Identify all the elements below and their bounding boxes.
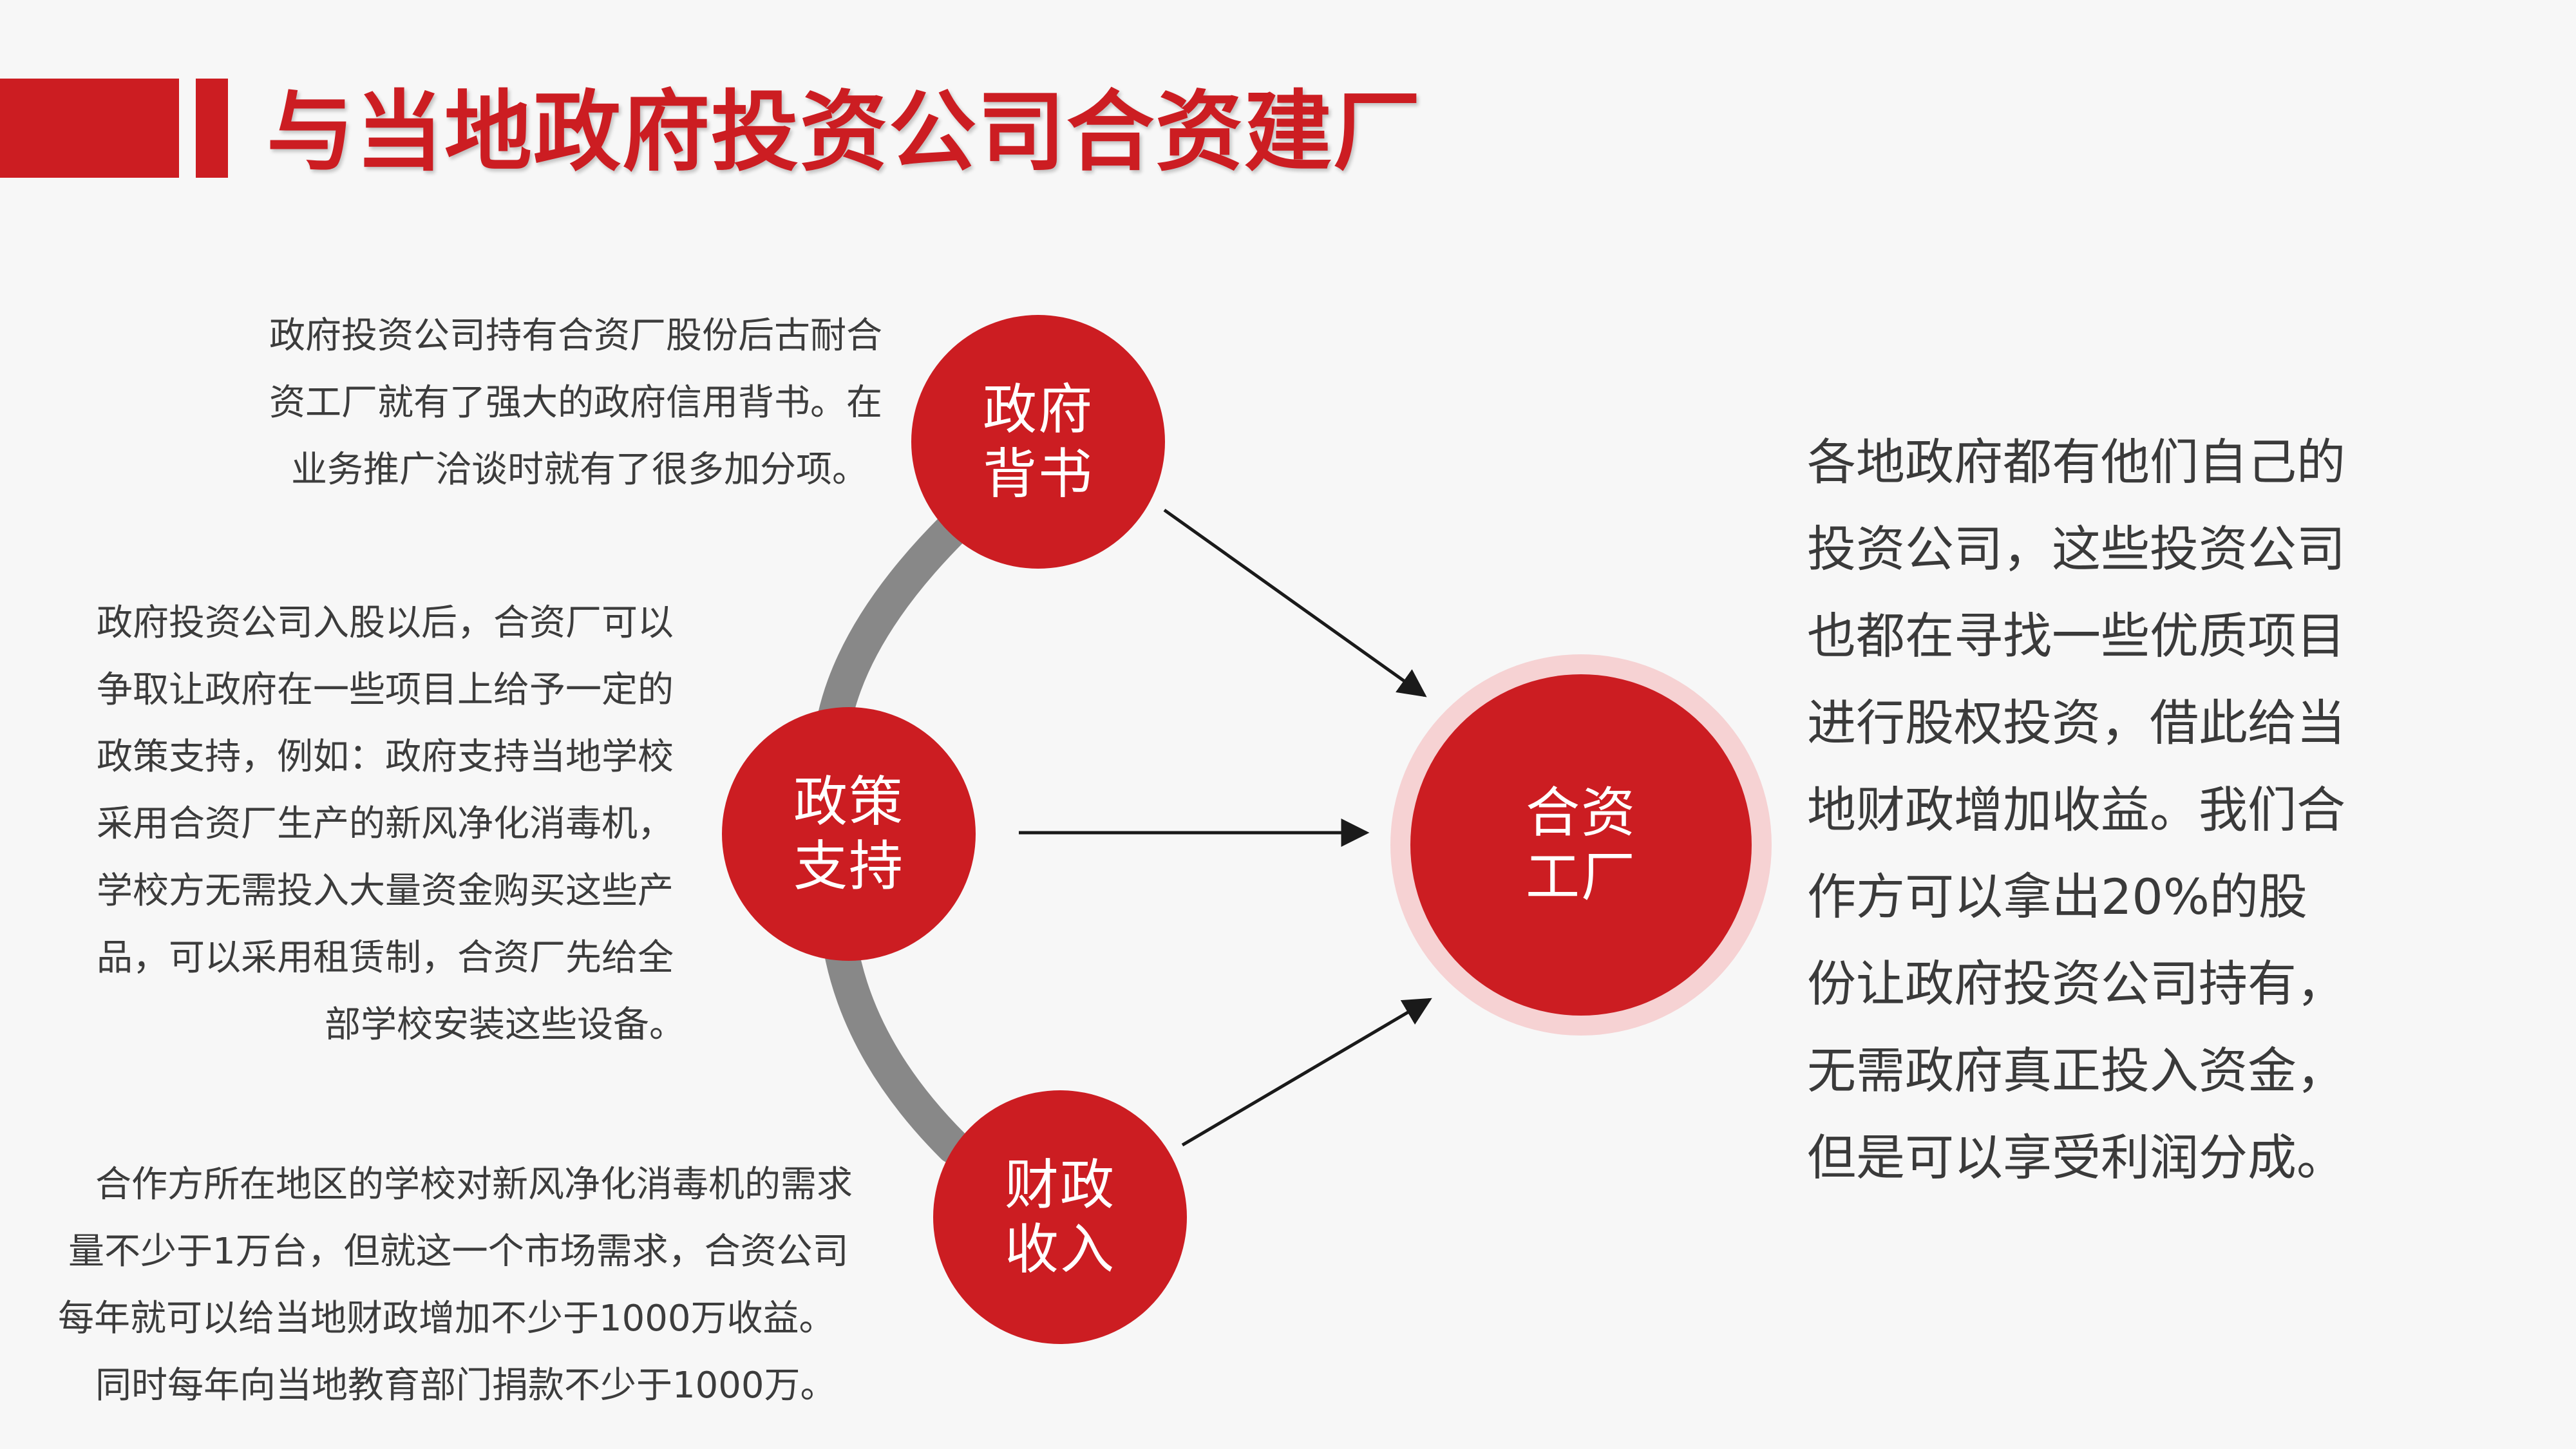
node-label-government-backing: 政府 背书 [982, 378, 1094, 506]
summary-line: 地财政增加收益。我们合 [1807, 781, 2345, 838]
note-line: 业务推广洽谈时就有了很多加分项。 [291, 449, 868, 491]
note-line: 政策支持，例如：政府支持当地学校 [97, 736, 674, 778]
note-line: 争取让政府在一些项目上给予一定的 [97, 669, 674, 711]
note-line: 合作方所在地区的学校对新风净化消毒机的需求 [95, 1164, 853, 1206]
note-policy-support: 政府投资公司入股以后，合资厂可以 争取让政府在一些项目上给予一定的 政策支持，例… [97, 590, 702, 1059]
note-line: 学校方无需投入大量资金购买这些产 [97, 870, 674, 912]
note-line: 同时每年向当地教育部门捐款不少于1000万。 [95, 1365, 837, 1406]
node-fiscal-revenue [933, 1090, 1187, 1344]
node-policy-support [722, 707, 976, 961]
node-label-policy-support: 政策 支持 [793, 770, 904, 898]
summary-line: 作方可以拿出20%的股 [1807, 868, 2307, 925]
summary-line: 各地政府都有他们自己的 [1807, 433, 2345, 491]
note-government-backing: 政府投资公司持有合资厂股份后古耐合 资工厂就有了强大的政府信用背书。在 业务推广… [238, 303, 882, 504]
summary-line: 进行股权投资，借此给当 [1807, 694, 2345, 752]
summary-line: 但是可以享受利润分成。 [1807, 1129, 2345, 1186]
arrow-backing-to-factory [1163, 508, 1427, 697]
note-line: 每年就可以给当地财政增加不少于1000万收益。 [58, 1298, 835, 1340]
page-title: 与当地政府投资公司合资建厂 [267, 80, 1422, 184]
summary-line: 份让政府投资公司持有， [1807, 955, 2345, 1012]
note-line: 部学校安装这些设备。 [325, 1004, 685, 1046]
node-government-backing [911, 315, 1165, 569]
note-line: 政府投资公司入股以后，合资厂可以 [97, 602, 674, 644]
note-line: 品，可以采用租赁制，合资厂先给全 [97, 937, 674, 979]
summary-line: 也都在寻找一些优质项目 [1807, 607, 2345, 665]
node-label-joint-factory: 合资 工厂 [1525, 781, 1636, 909]
node-joint-factory [1410, 674, 1752, 1016]
note-line: 政府投资公司持有合资厂股份后古耐合 [269, 315, 882, 357]
title-accent-tick [196, 79, 228, 178]
summary-line: 投资公司，这些投资公司 [1807, 520, 2345, 578]
note-line: 量不少于1万台，但就这一个市场需求，合资公司 [68, 1231, 849, 1273]
summary-line: 无需政府真正投入资金， [1807, 1042, 2345, 1099]
node-label-fiscal-revenue: 财政 收入 [1004, 1153, 1115, 1281]
note-fiscal-revenue: 合作方所在地区的学校对新风净化消毒机的需求 量不少于1万台，但就这一个市场需求，… [58, 1151, 895, 1419]
note-line: 资工厂就有了强大的政府信用背书。在 [269, 382, 882, 424]
arrow-revenue-to-factory [1181, 998, 1432, 1147]
note-line: 采用合资厂生产的新风净化消毒机， [97, 803, 674, 845]
title-accent-bar [0, 79, 179, 178]
summary-text: 各地政府都有他们自己的 投资公司，这些投资公司 也都在寻找一些优质项目 进行股权… [1807, 419, 2387, 1201]
